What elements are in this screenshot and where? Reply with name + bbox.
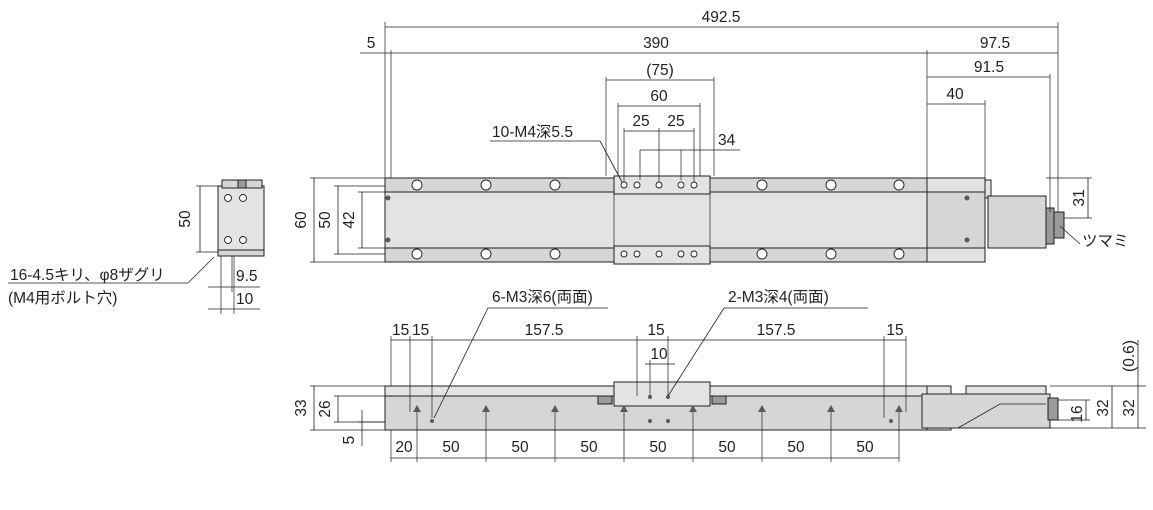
dim-right-32a: 32 — [1095, 399, 1112, 416]
dim-side-157-5a: 157.5 — [525, 322, 564, 339]
bolt-hole-note-1: 16-4.5キリ、φ8ザグリ — [10, 266, 165, 284]
dim-34: 34 — [718, 132, 736, 149]
knob-shape — [1053, 211, 1065, 239]
side-view: 15 15 157.5 15 10 157.5 15 6-M3深6(両面) 2-… — [293, 288, 1146, 462]
side-table — [613, 381, 711, 407]
dim-side-15a: 15 — [392, 322, 409, 339]
end-view: 50 9.5 10 16-4.5キリ、φ8ザグリ (M4用ボルト穴) — [8, 179, 265, 314]
top-view: 492.5 5 390 97.5 91.5 40 (75) 60 25 25 3… — [293, 9, 1129, 265]
dim-side-15d: 15 — [886, 322, 903, 339]
dim-bottom-50-1: 50 — [442, 439, 460, 456]
dim-bottom-50-7: 50 — [856, 439, 874, 456]
dim-end-10: 10 — [236, 291, 254, 308]
dim-side-15c: 15 — [647, 322, 664, 339]
tap-note-side-2: 2-M3深4(両面) — [728, 288, 829, 306]
dim-pitch-25a: 25 — [632, 113, 649, 130]
dim-h-60: 60 — [293, 211, 310, 229]
dim-bottom-20: 20 — [395, 439, 413, 456]
dim-overall: 492.5 — [702, 9, 741, 26]
dim-right-16: 16 — [1069, 405, 1086, 422]
dim-side-157-5b: 157.5 — [757, 322, 796, 339]
dim-side-10: 10 — [650, 346, 668, 363]
dim-end-50: 50 — [177, 210, 194, 228]
dim-offset-5: 5 — [367, 35, 376, 52]
dim-h-31: 31 — [1071, 189, 1088, 206]
dim-bottom-50-3: 50 — [580, 439, 598, 456]
dim-right-0-6: (0.6) — [1121, 340, 1138, 372]
dim-bottom-50-6: 50 — [787, 439, 805, 456]
dim-table-60: 60 — [650, 88, 668, 105]
tap-note-side-1: 6-M3深6(両面) — [492, 288, 593, 306]
dim-right-32b: 32 — [1121, 399, 1138, 416]
dim-pitch-25b: 25 — [667, 113, 684, 130]
dim-end-9-5: 9.5 — [236, 268, 258, 285]
bolt-hole-note-2: (M4用ボルト穴) — [8, 289, 117, 307]
tap-note-top: 10-M4深5.5 — [492, 123, 573, 141]
dim-side-15b: 15 — [412, 322, 429, 339]
dim-side-h-33: 33 — [293, 399, 310, 416]
knob-label: ツマミ — [1082, 233, 1129, 250]
dim-side-h-26: 26 — [317, 400, 334, 417]
dim-97-5: 97.5 — [980, 35, 1010, 52]
side-motor — [921, 393, 1051, 429]
dim-91-5: 91.5 — [974, 59, 1004, 76]
dim-side-h-5: 5 — [341, 436, 358, 445]
dim-table-75: (75) — [646, 62, 674, 79]
dim-h-50: 50 — [317, 211, 334, 229]
dim-bottom-50-2: 50 — [511, 439, 529, 456]
motor-body — [987, 195, 1047, 249]
dim-stroke-390: 390 — [643, 35, 669, 52]
dim-bottom-50-4: 50 — [649, 439, 667, 456]
dim-40: 40 — [946, 86, 964, 103]
dim-bottom-50-5: 50 — [718, 439, 736, 456]
dim-h-42: 42 — [341, 211, 358, 228]
